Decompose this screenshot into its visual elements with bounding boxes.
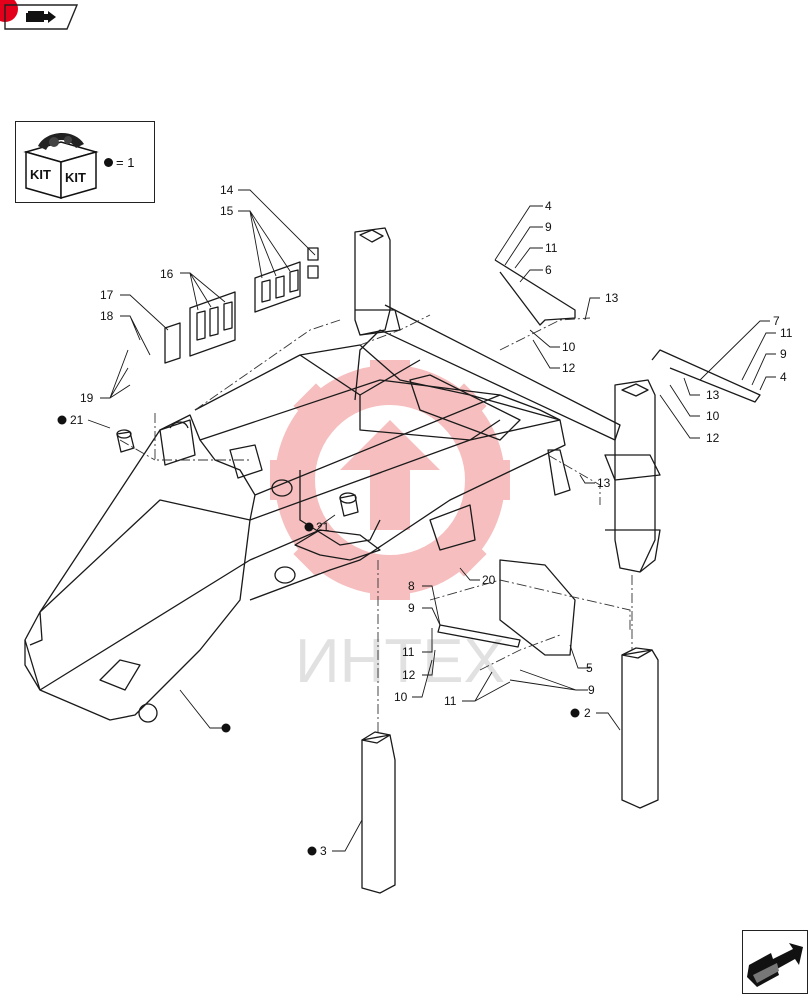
callout-10-right: 10 (706, 409, 720, 423)
callout-2: 2 (584, 706, 591, 720)
column-right (614, 379, 656, 573)
callout-11-bottom: 11 (444, 694, 457, 708)
callout-18: 18 (100, 309, 114, 323)
rod-7 (651, 349, 761, 403)
callout-21-left: 21 (70, 413, 84, 427)
callout-9-bottom: 9 (588, 683, 595, 697)
callout-8: 8 (408, 579, 415, 593)
callout-11-right: 11 (780, 326, 793, 340)
bullet-icon (221, 723, 231, 733)
previous-page-tab[interactable] (0, 0, 78, 30)
callout-10-mid: 10 (394, 690, 408, 704)
callout-3: 3 (320, 844, 327, 858)
callout-21-right: 21 (316, 520, 330, 534)
next-page-arrow-icon (747, 943, 803, 987)
callout-7: 7 (773, 314, 780, 328)
kit-label-left: KIT (30, 167, 51, 182)
callout-14: 14 (220, 183, 234, 197)
kit-box-icon: KIT KIT (23, 132, 99, 199)
kit-label-right: KIT (65, 170, 86, 185)
callout-19: 19 (80, 391, 94, 405)
callout-11-mid: 11 (402, 645, 415, 659)
callout-12-top: 12 (562, 361, 576, 375)
callout-labels: 14 15 16 17 18 19 21 21 4 9 11 6 13 10 1… (70, 183, 793, 858)
callout-12-right: 12 (706, 431, 720, 445)
bullet-icon (104, 158, 113, 167)
rod-8 (437, 624, 521, 648)
kit-quantity: = 1 (104, 155, 134, 170)
callout-11-top: 11 (545, 241, 558, 255)
callout-13-top: 13 (605, 291, 619, 305)
document-arrow-icon (26, 11, 56, 23)
leader-lines (87, 189, 776, 852)
leg-2 (621, 649, 659, 809)
next-page-button[interactable] (742, 930, 808, 994)
callout-17: 17 (100, 288, 114, 302)
bullet-icon (570, 708, 580, 718)
construction-lines (119, 314, 633, 735)
nav-tab-outline (4, 4, 78, 30)
bullet-icon (57, 415, 67, 425)
callout-13-mid: 13 (597, 476, 611, 490)
bushing-21-right (339, 494, 359, 517)
chassis-rail-left (24, 414, 256, 721)
bullet-icon (307, 846, 317, 856)
callout-15: 15 (220, 204, 234, 218)
callout-16: 16 (160, 267, 174, 281)
watermark-text: ИНТЕХ (295, 627, 505, 696)
bushing-21-left (116, 431, 135, 453)
callout-9-mid: 9 (408, 601, 415, 615)
callout-10-top: 10 (562, 340, 576, 354)
column-left (354, 227, 391, 336)
callout-20: 20 (482, 573, 496, 587)
callout-12-mid: 12 (402, 668, 416, 682)
callout-9-right: 9 (780, 347, 787, 361)
leg-3 (361, 734, 396, 894)
callout-5: 5 (586, 661, 593, 675)
callout-bullets (57, 415, 580, 856)
callout-9-top: 9 (545, 220, 552, 234)
plate-5 (499, 559, 576, 656)
callout-4-right: 4 (780, 370, 787, 384)
callout-4-top: 4 (545, 199, 552, 213)
kit-legend: KIT KIT = 1 (15, 121, 155, 203)
callout-13-right: 13 (706, 388, 720, 402)
rod-6 (494, 259, 576, 326)
bullet-icon (304, 522, 314, 532)
frame-drawing (24, 227, 761, 894)
callout-6: 6 (545, 263, 552, 277)
